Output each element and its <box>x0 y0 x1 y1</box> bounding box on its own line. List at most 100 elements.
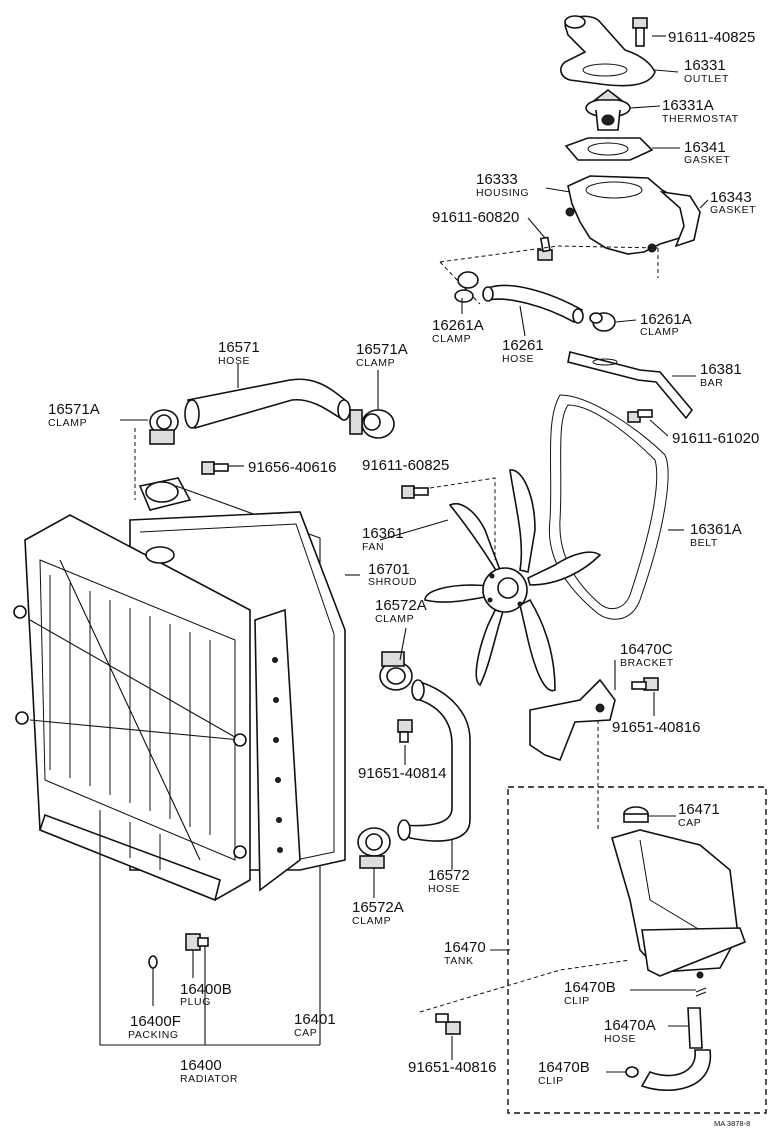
clamp-16571A-top-illustration <box>349 409 395 439</box>
gasket-16343-illustration <box>659 190 701 248</box>
bolt-91651-40814-illustration <box>397 719 413 743</box>
label-16470: 16470 TANK <box>444 939 486 967</box>
fan-16361-illustration <box>424 469 602 692</box>
part-number: 16343 <box>710 189 752 206</box>
water-outlet-16331-illustration <box>560 15 656 87</box>
part-name: CAP <box>294 1027 317 1039</box>
part-number: 16331 <box>684 57 726 74</box>
label-16333: 16333 HOUSING <box>476 171 529 199</box>
label-16470C: 16470C BRACKET <box>620 641 674 669</box>
part-number: 16361A <box>690 521 742 538</box>
part-name: CLIP <box>538 1075 564 1087</box>
label-91611-60820: 91611-60820 <box>432 209 519 226</box>
part-number: 91651-40814 <box>358 765 446 782</box>
part-name: GASKET <box>684 154 730 166</box>
label-16381: 16381 BAR <box>700 361 742 389</box>
part-name: CLAMP <box>352 915 391 927</box>
part-number: 16571 <box>218 339 260 356</box>
part-number: 91611-40825 <box>668 29 755 46</box>
bolt-91651-40816-bottom-illustration <box>435 1013 461 1035</box>
part-number: 16261A <box>432 317 484 334</box>
clip-16470B-top-illustration <box>695 987 707 997</box>
part-name: HOSE <box>218 355 250 367</box>
clamp-16571A-left-illustration <box>149 409 179 445</box>
part-name: HOSE <box>502 353 534 365</box>
packing-16400F-illustration <box>148 955 158 969</box>
label-16470A: 16470A HOSE <box>604 1017 656 1045</box>
part-name: PLUG <box>180 996 211 1008</box>
radiator-16400-illustration <box>13 514 301 902</box>
part-name: HOSE <box>428 883 460 895</box>
lower-hose-16572-illustration <box>397 679 471 842</box>
label-91651-40816-bottom: 91651-40816 <box>408 1059 496 1076</box>
part-number: 91651-40816 <box>612 719 700 736</box>
upper-hose-16571-illustration <box>184 378 351 429</box>
label-16361: 16361 FAN <box>362 525 404 553</box>
part-number: 16470B <box>538 1059 590 1076</box>
part-name: HOSE <box>604 1033 636 1045</box>
part-number: 16571A <box>48 401 100 418</box>
part-number: 16261A <box>640 311 692 328</box>
label-16261A-left: 16261A CLAMP <box>432 317 484 345</box>
part-number: 16572 <box>428 867 470 884</box>
part-name: CLAMP <box>48 417 87 429</box>
label-16571A-left: 16571A CLAMP <box>48 401 100 429</box>
belt-16361A-illustration <box>548 394 669 620</box>
label-16571: 16571 HOSE <box>218 339 260 367</box>
bolt-91611-60825-illustration <box>401 485 429 499</box>
label-16400F: 16400F PACKING <box>128 1013 181 1041</box>
label-91611-61020: 91611-61020 <box>672 430 759 447</box>
part-name: THERMOSTAT <box>662 113 739 125</box>
part-number: 16470A <box>604 1017 656 1034</box>
label-16572A-bottom: 16572A CLAMP <box>352 899 404 927</box>
thermostat-16331A-illustration <box>585 88 631 131</box>
part-number: 16701 <box>368 561 410 578</box>
label-16470B-bottom: 16470B CLIP <box>538 1059 590 1087</box>
label-16261A-right: 16261A CLAMP <box>640 311 692 338</box>
clamp-16261A-left-illustration <box>454 271 479 303</box>
radiator-cap-16401-illustration <box>138 477 192 511</box>
part-name: BRACKET <box>620 657 674 669</box>
label-91611-40825: 91611-40825 <box>668 29 755 46</box>
part-name: RADIATOR <box>180 1073 238 1085</box>
part-name: BELT <box>690 537 718 549</box>
label-16572: 16572 HOSE <box>428 867 470 895</box>
part-name: CLAMP <box>640 326 679 338</box>
part-name: CLAMP <box>432 333 471 345</box>
part-number: 16470B <box>564 979 616 996</box>
part-number: 16341 <box>684 139 726 156</box>
clip-16470B-bottom-illustration <box>625 1066 639 1078</box>
part-name: CLIP <box>564 995 590 1007</box>
label-16571A-top: 16571A CLAMP <box>356 341 408 369</box>
part-number: 16400B <box>180 981 232 998</box>
label-91656-40616: 91656-40616 <box>248 459 336 476</box>
clamp-16572A-top-illustration <box>379 651 413 691</box>
part-number: 16470C <box>620 641 673 658</box>
part-number: 16401 <box>294 1011 336 1028</box>
label-91651-40816-right: 91651-40816 <box>612 719 700 736</box>
clamp-16572A-bottom-illustration <box>357 827 391 869</box>
part-name: FAN <box>362 541 384 553</box>
bolt-91611-40825-illustration <box>632 17 648 47</box>
part-name: SHROUD <box>368 576 417 588</box>
part-number: 16471 <box>678 801 720 818</box>
part-name: OUTLET <box>684 73 729 85</box>
part-name: GASKET <box>710 204 756 216</box>
label-16331: 16331 OUTLET <box>684 57 729 85</box>
housing-16333-illustration <box>565 175 691 255</box>
part-name: CLAMP <box>375 613 414 625</box>
part-name: HOUSING <box>476 187 529 199</box>
part-number: 16400 <box>180 1057 222 1074</box>
label-16343: 16343 GASKET <box>710 189 756 216</box>
part-name: BAR <box>700 377 723 389</box>
label-16701: 16701 SHROUD <box>368 561 417 588</box>
reference-code: MA 3878-8 <box>714 1119 750 1128</box>
part-number: 16400F <box>130 1013 181 1030</box>
clamp-16261A-right-illustration <box>589 312 616 332</box>
part-number: 16331A <box>662 97 714 114</box>
part-number: 91611-60820 <box>432 209 519 226</box>
bolt-91656-40616-illustration <box>201 461 229 475</box>
bolt-91651-40816-right-illustration <box>631 677 659 691</box>
